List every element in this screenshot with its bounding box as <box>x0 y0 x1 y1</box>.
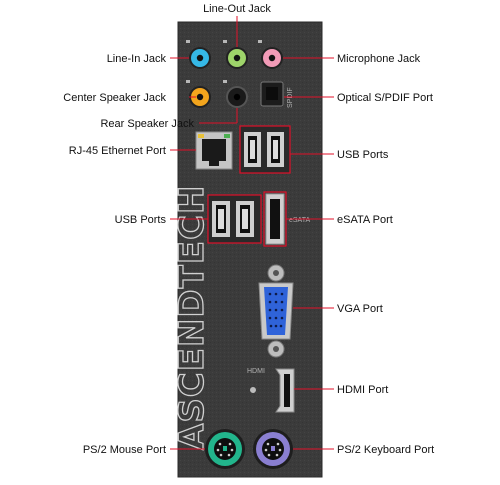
label-center-speaker-jack: Center Speaker Jack <box>63 92 166 104</box>
usb-ports-top[interactable] <box>239 125 291 174</box>
label-line-out-jack: Line-Out Jack <box>203 3 271 15</box>
label-usb-ports-middle: USB Ports <box>115 214 167 226</box>
label-line-in-jack: Line-In Jack <box>107 53 167 65</box>
label-rear-speaker-jack: Rear Speaker Jack <box>100 118 194 130</box>
label-ps2-keyboard-port: PS/2 Keyboard Port <box>337 444 434 456</box>
label-ps2-mouse-port: PS/2 Mouse Port <box>83 444 166 456</box>
center-speaker-jack[interactable] <box>189 86 211 108</box>
label-hdmi-port: HDMI Port <box>337 384 388 396</box>
hdmi-text: HDMI <box>247 368 265 375</box>
label-microphone-jack: Microphone Jack <box>337 53 421 65</box>
label-optical-spdif-port: Optical S/PDIF Port <box>337 92 433 104</box>
label-usb-ports-top: USB Ports <box>337 149 389 161</box>
audio-jack-icons <box>186 40 262 83</box>
label-vga-port: VGA Port <box>337 303 383 315</box>
label-rj45-ethernet-port: RJ-45 Ethernet Port <box>69 145 166 157</box>
brand-logo: ASCENDTECH <box>172 185 212 450</box>
vga-port[interactable] <box>258 264 294 358</box>
rj45-ethernet-port[interactable] <box>195 131 233 170</box>
label-esata-port: eSATA Port <box>337 214 393 226</box>
esata-text: eSATA <box>289 217 310 224</box>
ps2-mouse-port[interactable] <box>205 429 245 469</box>
usb-ports-middle[interactable] <box>207 194 262 244</box>
hdmi-port[interactable]: HDMI <box>247 368 295 413</box>
rear-speaker-jack[interactable] <box>226 86 248 108</box>
microphone-jack[interactable] <box>261 47 283 69</box>
line-out-jack[interactable] <box>226 47 248 69</box>
spdif-text: SPDIF <box>287 87 294 108</box>
line-in-jack[interactable] <box>189 47 211 69</box>
ps2-keyboard-port[interactable] <box>253 429 293 469</box>
leader-lines <box>170 16 334 450</box>
optical-spdif-port[interactable]: SPDIF <box>260 81 294 108</box>
